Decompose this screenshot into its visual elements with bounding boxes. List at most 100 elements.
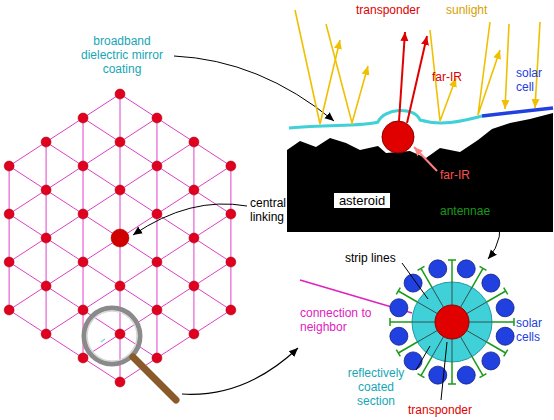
mesh-link <box>230 166 231 214</box>
leader-line <box>174 56 334 121</box>
mesh-link <box>46 118 83 142</box>
mesh-link <box>157 142 194 166</box>
antenna-tip <box>396 288 400 295</box>
node-dot <box>152 305 162 315</box>
central-transponder-dot <box>111 229 129 247</box>
antenna-tip <box>448 383 456 385</box>
strip-line <box>432 337 444 357</box>
far-ir-label: far-IR <box>432 70 462 84</box>
mesh-link <box>46 262 83 286</box>
mesh-link <box>156 166 157 214</box>
node-dot <box>152 209 162 219</box>
solar-cell <box>482 274 500 292</box>
mesh-link <box>157 262 194 286</box>
solar-cell <box>429 260 447 278</box>
mesh-link <box>194 166 231 190</box>
antenna-tip <box>480 374 487 378</box>
strip-line <box>432 287 444 307</box>
mesh-link <box>194 238 231 262</box>
node-dot <box>115 377 125 387</box>
node-dot <box>115 329 125 339</box>
strip-line <box>469 322 492 323</box>
sunlight-rays <box>295 10 540 124</box>
mesh-link <box>9 190 46 214</box>
solar-cell <box>457 366 475 384</box>
antenna-tip <box>504 288 508 295</box>
solar-cell <box>496 327 514 345</box>
node-dot <box>78 161 88 171</box>
node-dot <box>189 185 199 195</box>
mesh-link <box>193 190 194 238</box>
leader-line <box>402 263 428 299</box>
mesh-link <box>120 94 157 118</box>
solar-cell-label: solar cell <box>516 66 552 94</box>
mesh-link <box>9 142 46 166</box>
node-dot <box>41 233 51 243</box>
node-dot <box>41 185 51 195</box>
mesh-link <box>193 238 194 286</box>
node-dot <box>4 161 14 171</box>
node-dot <box>4 257 14 267</box>
solar-cell <box>496 299 514 317</box>
mesh-link <box>83 214 84 262</box>
node-dot <box>152 257 162 267</box>
mesh-link <box>9 262 10 310</box>
mesh-link <box>194 190 231 214</box>
node-dot <box>41 329 51 339</box>
lens-glint <box>101 339 105 342</box>
mesh-link <box>46 166 83 190</box>
mesh-link <box>46 286 47 334</box>
solar-cell <box>457 260 475 278</box>
strip-lines-label: strip lines <box>345 251 396 265</box>
mesh-link <box>83 118 120 142</box>
strip-line <box>461 287 473 307</box>
far-ir-label: far-IR <box>440 168 470 182</box>
transponder-core <box>435 305 469 339</box>
antenna-tip <box>418 374 425 378</box>
mesh-link <box>156 310 157 358</box>
node-dot <box>115 89 125 99</box>
mesh-link <box>157 190 194 214</box>
node-dot <box>189 329 199 339</box>
solar-cell <box>390 299 408 317</box>
solar-cell-strip <box>482 108 553 116</box>
mesh-link <box>46 286 83 310</box>
solar-cell <box>404 274 422 292</box>
mesh-link <box>46 238 47 286</box>
antenna <box>390 321 412 323</box>
node-dot <box>189 137 199 147</box>
mesh-link <box>46 238 83 262</box>
mesh-link <box>156 118 157 166</box>
strip-line <box>461 337 473 357</box>
antenna-tip <box>513 318 515 326</box>
mesh-link <box>9 214 46 238</box>
far-ir-arrow <box>399 32 405 121</box>
node-dot <box>78 353 88 363</box>
mesh-link <box>9 214 10 262</box>
far-ir-arrow <box>414 147 437 171</box>
mesh-link <box>46 214 83 238</box>
mesh-link <box>230 262 231 310</box>
strip-line <box>417 331 437 343</box>
antenna <box>492 321 514 323</box>
node-dot <box>78 257 88 267</box>
mesh-link <box>83 190 120 214</box>
mesh-link <box>46 310 83 334</box>
solar-cell <box>482 352 500 370</box>
mesh-link <box>120 142 157 166</box>
node-dot <box>78 305 88 315</box>
node-mesh <box>4 89 236 387</box>
antenna-tip <box>504 350 508 357</box>
antenna <box>451 362 453 384</box>
node-dot <box>41 137 51 147</box>
node-dot <box>78 209 88 219</box>
antennae-label: antennae <box>440 204 490 218</box>
node-dot <box>78 113 88 123</box>
mesh-link <box>157 118 194 142</box>
asteroid-label-box: asteroid <box>334 193 390 208</box>
node-dot <box>226 161 236 171</box>
node-dot <box>226 209 236 219</box>
mesh-link <box>9 238 46 262</box>
node-dot <box>152 113 162 123</box>
mesh-link <box>83 142 120 166</box>
